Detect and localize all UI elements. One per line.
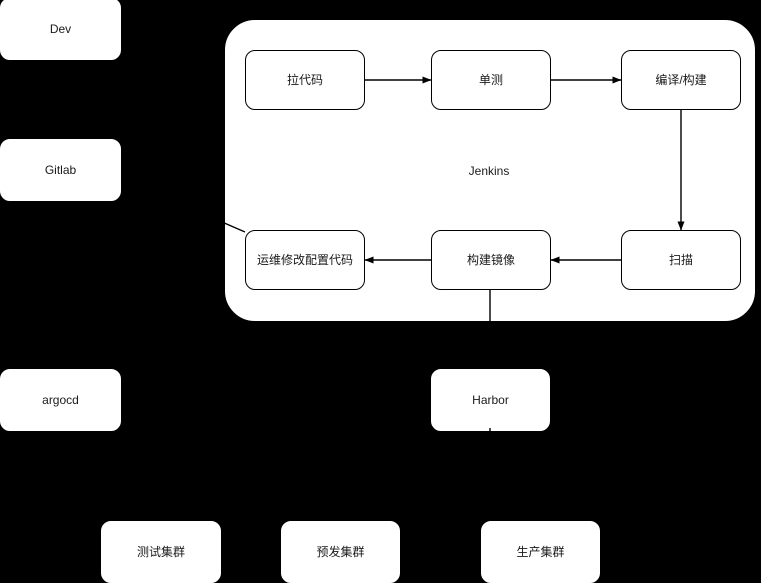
node-label: Gitlab bbox=[44, 162, 77, 177]
node-label: 扫描 bbox=[668, 252, 693, 267]
node-harbor[interactable]: Harbor bbox=[431, 369, 550, 431]
node-pull[interactable]: 拉代码 bbox=[245, 50, 365, 110]
node-opscfg[interactable]: 运维修改配置代码 bbox=[245, 230, 365, 290]
node-argocd[interactable]: argocd bbox=[0, 369, 121, 431]
node-label: argocd bbox=[42, 392, 79, 407]
node-label: 拉代码 bbox=[286, 72, 323, 87]
node-dev[interactable]: Dev bbox=[0, 0, 121, 60]
node-label: 预发集群 bbox=[316, 544, 365, 559]
node-scan[interactable]: 扫描 bbox=[621, 230, 741, 290]
node-unittest[interactable]: 单测 bbox=[431, 50, 551, 110]
node-label: 构建镜像 bbox=[466, 252, 515, 267]
node-gitlab[interactable]: Gitlab bbox=[0, 139, 121, 201]
node-build[interactable]: 编译/构建 bbox=[621, 50, 741, 110]
jenkins-group-label: Jenkins bbox=[468, 164, 510, 178]
node-prod[interactable]: 生产集群 bbox=[481, 521, 600, 583]
node-test[interactable]: 测试集群 bbox=[101, 521, 221, 583]
node-label: Dev bbox=[49, 21, 72, 36]
node-label: 运维修改配置代码 bbox=[256, 252, 353, 267]
node-label: 单测 bbox=[478, 72, 503, 87]
node-label: 编译/构建 bbox=[655, 72, 707, 87]
node-image[interactable]: 构建镜像 bbox=[431, 230, 551, 290]
node-staging[interactable]: 预发集群 bbox=[281, 521, 400, 583]
node-label: 生产集群 bbox=[516, 544, 565, 559]
node-label: Harbor bbox=[472, 392, 509, 407]
node-label: 测试集群 bbox=[136, 544, 185, 559]
